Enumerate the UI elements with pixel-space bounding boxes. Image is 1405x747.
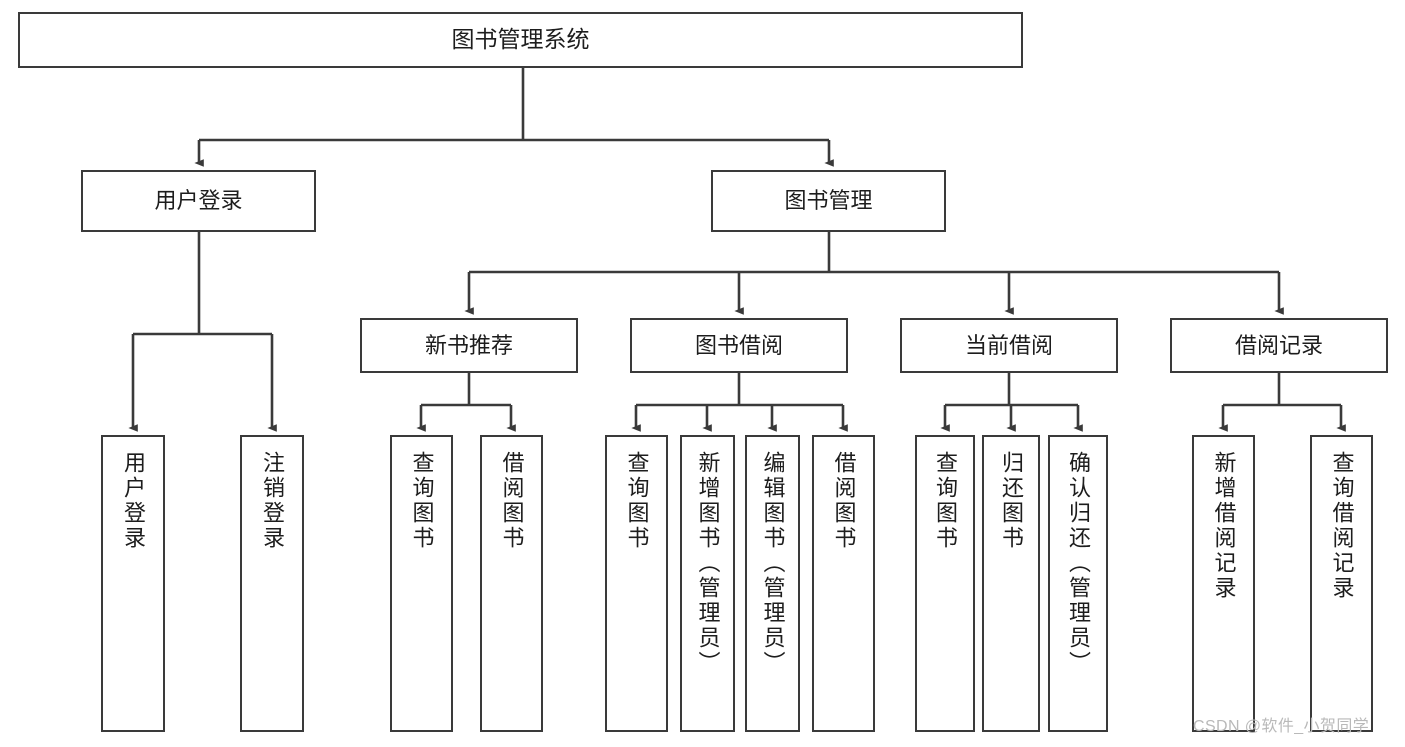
node-label: 借阅图书 <box>831 451 857 551</box>
node-new-book-rec: 新书推荐 <box>360 318 578 373</box>
node-leaf-add-record: 新增借阅记录 <box>1192 435 1255 732</box>
node-label: 新增借阅记录 <box>1211 451 1237 601</box>
node-root-system: 图书管理系统 <box>18 12 1023 68</box>
node-label: 注销登录 <box>260 451 285 551</box>
node-leaf-edit-book: 编辑图书（管理员） <box>745 435 800 732</box>
node-borrow-record: 借阅记录 <box>1170 318 1388 373</box>
node-leaf-query-book-1: 查询图书 <box>390 435 453 732</box>
node-label: 新增图书（管理员） <box>695 451 721 676</box>
node-label: 图书借阅 <box>694 332 783 358</box>
node-label: 编辑图书（管理员） <box>760 451 786 676</box>
node-label: 借阅记录 <box>1234 332 1323 358</box>
node-leaf-query-book-2: 查询图书 <box>605 435 668 732</box>
node-label: 查询借阅记录 <box>1329 451 1355 601</box>
node-user-login: 用户登录 <box>81 170 316 232</box>
node-label: 新书推荐 <box>424 332 513 358</box>
node-leaf-confirm-return: 确认归还（管理员） <box>1048 435 1108 732</box>
node-book-borrow: 图书借阅 <box>630 318 848 373</box>
node-label: 借阅图书 <box>499 451 525 551</box>
node-label: 查询图书 <box>409 451 435 551</box>
node-leaf-query-book-3: 查询图书 <box>915 435 975 732</box>
node-current-borrow: 当前借阅 <box>900 318 1118 373</box>
node-label: 当前借阅 <box>964 332 1053 358</box>
node-leaf-add-book: 新增图书（管理员） <box>680 435 735 732</box>
node-leaf-borrow-book-1: 借阅图书 <box>480 435 543 732</box>
node-leaf-borrow-book-2: 借阅图书 <box>812 435 875 732</box>
node-leaf-return-book: 归还图书 <box>982 435 1040 732</box>
node-leaf-logout: 注销登录 <box>240 435 304 732</box>
node-label: 图书管理 <box>784 188 873 214</box>
node-label: 归还图书 <box>999 451 1024 551</box>
node-label: 用户登录 <box>154 188 243 214</box>
node-label: 图书管理系统 <box>451 26 590 53</box>
node-label: 用户登录 <box>121 451 146 551</box>
node-leaf-query-record: 查询借阅记录 <box>1310 435 1373 732</box>
node-leaf-user-login: 用户登录 <box>101 435 165 732</box>
node-label: 确认归还（管理员） <box>1066 451 1091 676</box>
node-label: 查询图书 <box>933 451 958 551</box>
node-label: 查询图书 <box>624 451 650 551</box>
node-book-manage: 图书管理 <box>711 170 946 232</box>
